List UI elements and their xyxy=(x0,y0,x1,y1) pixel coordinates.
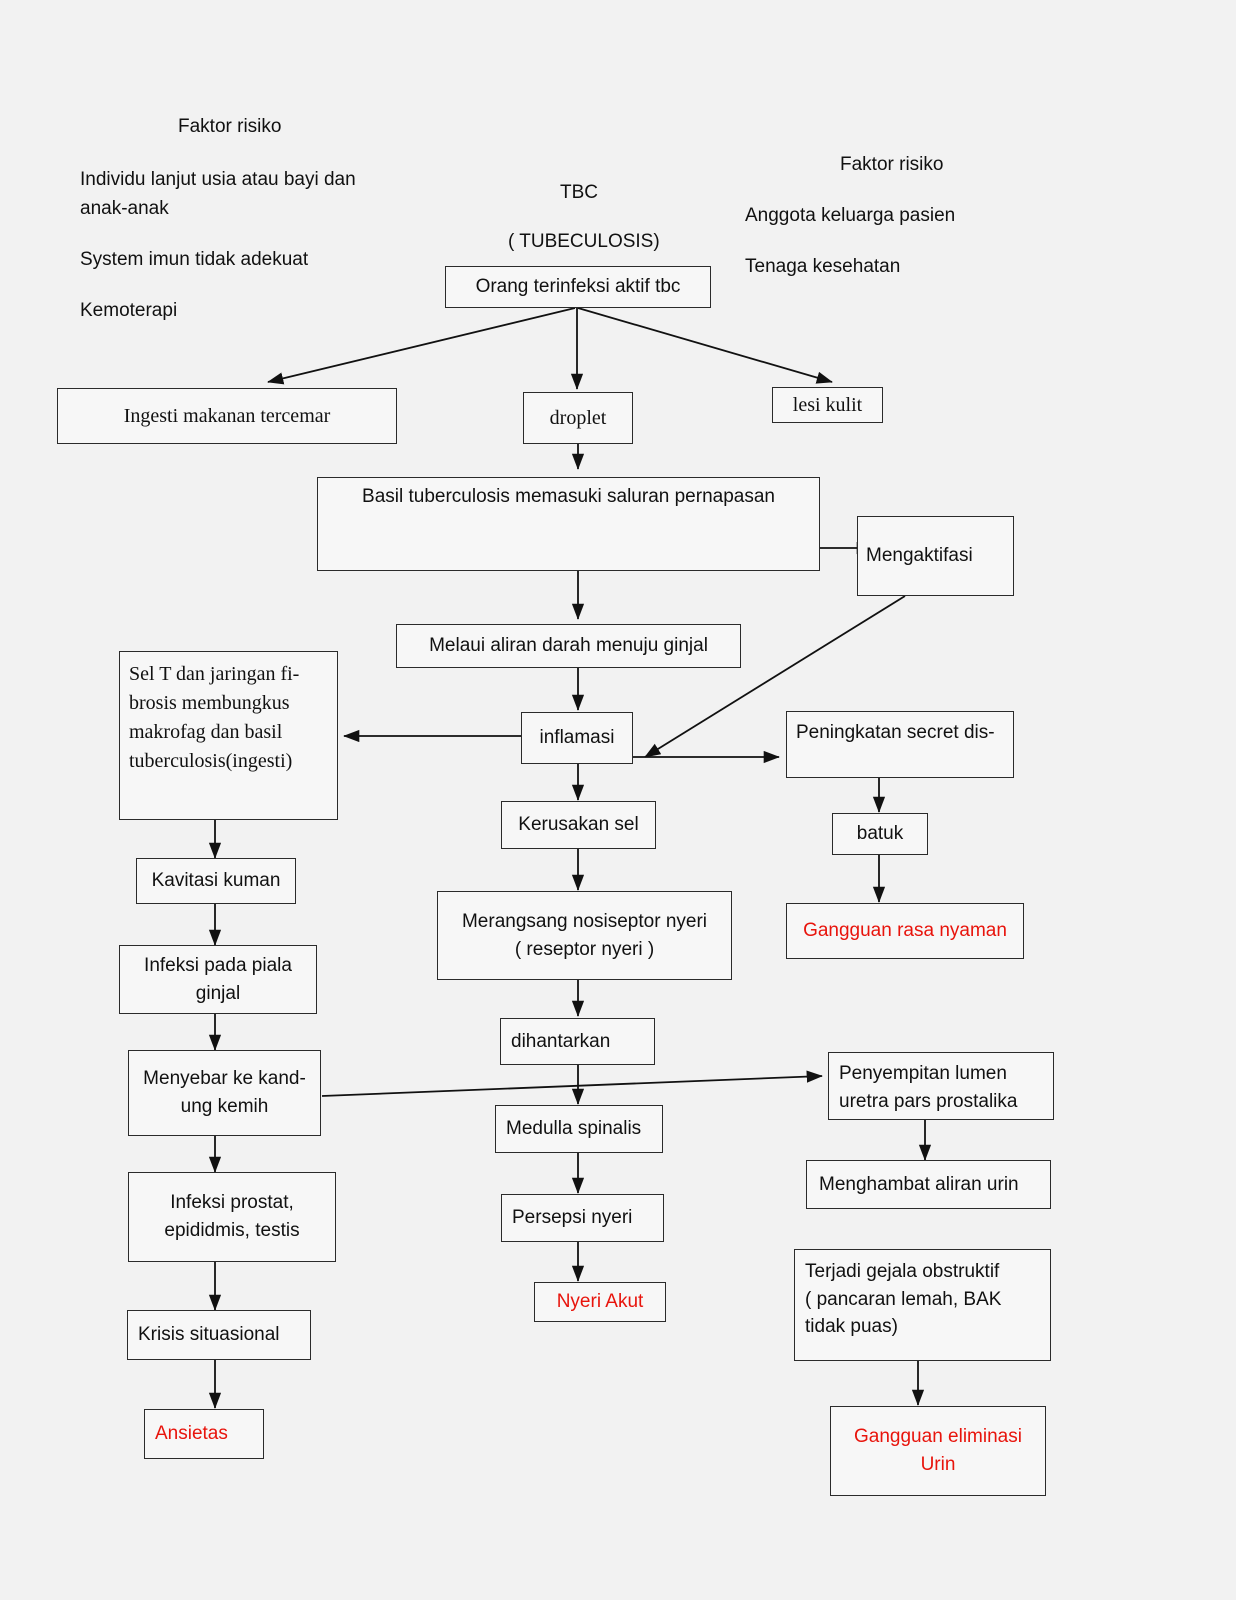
node-sel-t-jaringan-fibrosis[interactable]: Sel T dan jaringan fi- brosis membungkus… xyxy=(119,651,338,820)
node-dihantarkan[interactable]: dihantarkan xyxy=(500,1018,655,1065)
edge-menyebar-to-penyempitan xyxy=(321,1070,823,1097)
left-risk-item-3: Kemoterapi xyxy=(80,300,178,321)
node-persepsi-nyeri[interactable]: Persepsi nyeri xyxy=(501,1194,664,1242)
node-inflamasi[interactable]: inflamasi xyxy=(521,712,633,764)
diagram-subtitle: ( TUBECULOSIS) xyxy=(508,231,660,252)
node-droplet[interactable]: droplet xyxy=(523,392,633,444)
node-kavitasi-kuman[interactable]: Kavitasi kuman xyxy=(136,858,296,904)
node-nyeri-akut[interactable]: Nyeri Akut xyxy=(534,1282,666,1322)
node-ingesti-makanan-tercemar[interactable]: Ingesti makanan tercemar xyxy=(57,388,397,444)
node-infeksi-pada-piala-ginjal[interactable]: Infeksi pada piala ginjal xyxy=(119,945,317,1014)
node-gangguan-rasa-nyaman[interactable]: Gangguan rasa nyaman xyxy=(786,903,1024,959)
node-ansietas[interactable]: Ansietas xyxy=(144,1409,264,1459)
node-batuk[interactable]: batuk xyxy=(832,813,928,855)
node-penyempitan-lumen-uretra[interactable]: Penyempitan lumen uretra pars prostalika xyxy=(828,1052,1054,1120)
node-medulla-spinalis[interactable]: Medulla spinalis xyxy=(495,1105,663,1153)
node-lesi-kulit[interactable]: lesi kulit xyxy=(772,387,883,423)
left-risk-item-2: System imun tidak adekuat xyxy=(80,249,309,270)
node-terjadi-gejala-obstruktif[interactable]: Terjadi gejala obstruktif ( pancaran lem… xyxy=(794,1249,1051,1361)
right-risk-item-2: Tenaga kesehatan xyxy=(745,256,901,277)
node-gangguan-eliminasi-urin[interactable]: Gangguan eliminasi Urin xyxy=(830,1406,1046,1496)
edge-orang-to-ingesti xyxy=(267,307,576,385)
left-risk-item-1: Individu lanjut usia atau bayi dan anak-… xyxy=(80,169,356,220)
edge-orang-to-lesi xyxy=(577,307,833,384)
right-risk-item-1: Anggota keluarga pasien xyxy=(745,205,956,226)
node-basil-tuberculosis[interactable]: Basil tuberculosis memasuki saluran pern… xyxy=(317,477,820,571)
node-menyebar-ke-kandung-kemih[interactable]: Menyebar ke kand- ung kemih xyxy=(128,1050,321,1136)
node-mengaktifasi[interactable]: Mengaktifasi xyxy=(857,516,1014,596)
node-merangsang-nosiseptor-nyeri[interactable]: Merangsang nosiseptor nyeri ( reseptor n… xyxy=(437,891,732,980)
left-risk-heading: Faktor risiko xyxy=(178,116,282,137)
node-orang-terinfeksi-aktif-tbc[interactable]: Orang terinfeksi aktif tbc xyxy=(445,266,711,308)
node-krisis-situasional[interactable]: Krisis situasional xyxy=(127,1310,311,1360)
node-melaui-aliran-darah[interactable]: Melaui aliran darah menuju ginjal xyxy=(396,624,741,668)
node-infeksi-prostat-epididmis-testis[interactable]: Infeksi prostat, epididmis, testis xyxy=(128,1172,336,1262)
node-peningkatan-secret[interactable]: Peningkatan secret dis- xyxy=(786,711,1014,778)
node-kerusakan-sel[interactable]: Kerusakan sel xyxy=(501,801,656,849)
node-menghambat-aliran-urin[interactable]: Menghambat aliran urin xyxy=(806,1160,1051,1209)
right-risk-heading: Faktor risiko xyxy=(840,154,944,175)
diagram-title: TBC xyxy=(560,182,598,203)
